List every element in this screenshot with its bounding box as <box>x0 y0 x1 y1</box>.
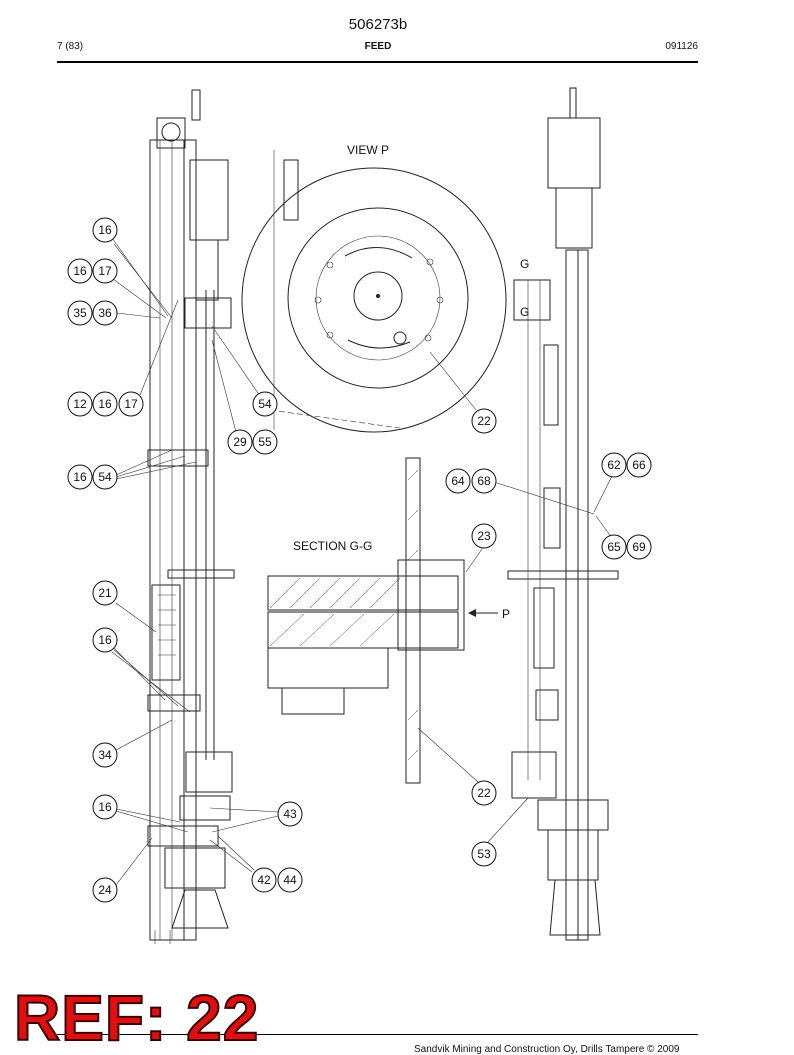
svg-text:69: 69 <box>632 540 646 554</box>
svg-text:22: 22 <box>477 786 491 800</box>
svg-text:68: 68 <box>477 474 491 488</box>
svg-text:23: 23 <box>477 529 491 543</box>
svg-text:16: 16 <box>98 800 112 814</box>
callout-66: 66 <box>626 452 652 478</box>
svg-text:12: 12 <box>73 397 87 411</box>
svg-text:64: 64 <box>451 474 465 488</box>
callout-44: 44 <box>277 867 303 893</box>
svg-text:29: 29 <box>233 435 247 449</box>
svg-text:17: 17 <box>98 264 112 278</box>
callout-22-section: 22 <box>471 780 497 806</box>
footer-copyright: Sandvik Mining and Construction Oy, Dril… <box>414 1044 680 1055</box>
callout-29: 29 <box>227 429 253 455</box>
svg-text:21: 21 <box>98 586 112 600</box>
callout-35: 35 <box>67 300 93 326</box>
header-rule <box>57 61 698 63</box>
callout-17-mid: 17 <box>118 391 144 417</box>
callout-16-pair: 16 <box>67 258 93 284</box>
right-feed-assembly: G G <box>507 87 619 941</box>
callout-42: 42 <box>251 867 277 893</box>
view-p-detail: VIEW P <box>241 143 507 433</box>
svg-text:16: 16 <box>98 223 112 237</box>
svg-text:34: 34 <box>98 748 112 762</box>
svg-text:62: 62 <box>607 458 621 472</box>
svg-text:16: 16 <box>98 633 112 647</box>
callout-65: 65 <box>601 534 627 560</box>
callout-16-bottom: 16 <box>92 794 118 820</box>
svg-text:16: 16 <box>73 470 87 484</box>
svg-text:55: 55 <box>258 435 272 449</box>
callout-34: 34 <box>92 742 118 768</box>
callout-54-lower: 54 <box>92 464 118 490</box>
footer-rule <box>57 1034 698 1035</box>
svg-text:22: 22 <box>477 414 491 428</box>
reference-stamp: REF: 22 <box>13 982 260 1054</box>
callout-23: 23 <box>471 523 497 549</box>
svg-text:35: 35 <box>73 306 87 320</box>
svg-text:66: 66 <box>632 458 646 472</box>
callout-16-mid: 16 <box>92 391 118 417</box>
svg-text:16: 16 <box>98 397 112 411</box>
left-feed-assembly <box>147 89 235 944</box>
callout-16-cylinder: 16 <box>92 627 118 653</box>
svg-text:43: 43 <box>283 807 297 821</box>
document-number: 506273b <box>348 16 408 33</box>
svg-text:53: 53 <box>477 847 491 861</box>
callout-16-top: 16 <box>92 217 118 243</box>
section-mark-g-bottom: G <box>520 305 529 319</box>
callout-69: 69 <box>626 534 652 560</box>
callout-62: 62 <box>601 452 627 478</box>
svg-text:54: 54 <box>258 397 272 411</box>
section-gg-label: SECTION G-G <box>293 539 372 553</box>
callout-64: 64 <box>445 468 471 494</box>
svg-text:17: 17 <box>124 397 138 411</box>
callout-54-top: 54 <box>252 391 278 417</box>
callout-17-pair: 17 <box>92 258 118 284</box>
callout-12: 12 <box>67 391 93 417</box>
section-title: FEED <box>364 41 392 52</box>
section-gg-detail: SECTION G-G P <box>267 457 510 784</box>
leader-lines <box>111 237 613 886</box>
date-code: 091126 <box>665 41 698 52</box>
svg-text:36: 36 <box>98 306 112 320</box>
callout-21: 21 <box>92 580 118 606</box>
svg-text:44: 44 <box>283 873 297 887</box>
svg-text:24: 24 <box>98 883 112 897</box>
svg-text:54: 54 <box>98 470 112 484</box>
callout-24: 24 <box>92 877 118 903</box>
view-p-label: VIEW P <box>347 143 389 157</box>
callout-36: 36 <box>92 300 118 326</box>
svg-text:65: 65 <box>607 540 621 554</box>
arrow-p-label: P <box>502 607 510 621</box>
callout-68: 68 <box>471 468 497 494</box>
callout-43: 43 <box>277 801 303 827</box>
page-number: 7 (83) <box>57 41 84 52</box>
svg-text:42: 42 <box>257 873 271 887</box>
callout-22-view: 22 <box>471 408 497 434</box>
section-mark-g-top: G <box>520 257 529 271</box>
callout-16-lower: 16 <box>67 464 93 490</box>
callout-53: 53 <box>471 841 497 867</box>
svg-text:16: 16 <box>73 264 87 278</box>
callout-55: 55 <box>252 429 278 455</box>
